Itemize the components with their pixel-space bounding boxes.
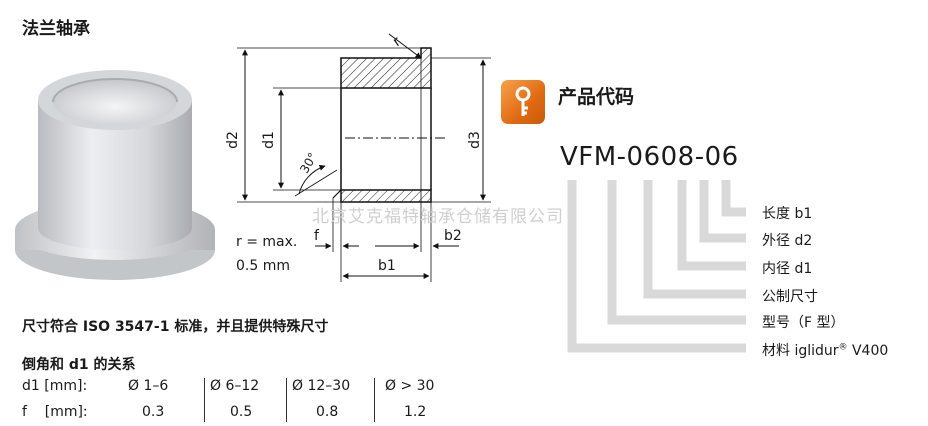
bushing-image (15, 70, 215, 280)
chamfer-d1-cell-4: Ø > 30 (385, 378, 435, 394)
technical-drawing (237, 33, 491, 282)
table-divider (374, 378, 375, 422)
chamfer-row2-label: f [mm]: (22, 404, 88, 420)
dim-f-label: f (314, 228, 319, 244)
chamfer-f-cell-3: 0.8 (316, 404, 339, 420)
key-icon-badge (501, 80, 545, 124)
registered-mark: ® (838, 342, 848, 353)
product-code: VFM-0608-06 (560, 142, 739, 172)
chamfer-f-cell-4: 1.2 (404, 404, 427, 420)
chamfer-f-cell-1: 0.3 (142, 404, 165, 420)
product-code-heading: 产品代码 (558, 86, 635, 108)
chamfer-d1-cell-2: Ø 6–12 (210, 378, 260, 394)
r-note-line2: 0.5 mm (236, 258, 290, 274)
table-divider (204, 378, 205, 422)
key-icon (515, 86, 531, 116)
legend-inner-d1: 内径 d1 (762, 261, 813, 277)
legend-material: 材料 iglidur® V400 (762, 340, 888, 360)
legend-length-b1: 长度 b1 (762, 206, 813, 222)
table-divider (286, 378, 287, 422)
code-breakdown-bars (567, 180, 746, 353)
legend-outer-d2: 外径 d2 (762, 233, 813, 249)
chamfer-d1-cell-3: Ø 12–30 (292, 378, 351, 394)
legend-material-prefix: 材料 iglidur (762, 343, 839, 359)
dim-b1-label: b1 (378, 258, 396, 274)
chamfer-row1-label: d1 [mm]: (22, 378, 88, 394)
chamfer-d1-cell-1: Ø 1–6 (128, 378, 169, 394)
chamfer-heading: 倒角和 d1 的关系 (22, 357, 136, 373)
r-note-line1: r = max. (236, 234, 298, 250)
dim-d1-label: d1 (260, 131, 277, 149)
chamfer-f-cell-2: 0.5 (230, 404, 253, 420)
page-title: 法兰轴承 (22, 19, 90, 39)
legend-metric: 公制尺寸 (762, 289, 818, 305)
legend-material-suffix: V400 (847, 343, 889, 359)
legend-type-f: 型号（F 型） (762, 315, 845, 331)
dim-b2-label: b2 (444, 228, 462, 244)
dim-d3-label: d3 (466, 131, 483, 149)
watermark-text: 北京艾克福特轴承仓储有限公司 (312, 207, 564, 227)
dim-d2-label: d2 (224, 131, 241, 149)
spec-note: 尺寸符合 ISO 3547-1 标准，并且提供特殊尺寸 (22, 319, 329, 335)
